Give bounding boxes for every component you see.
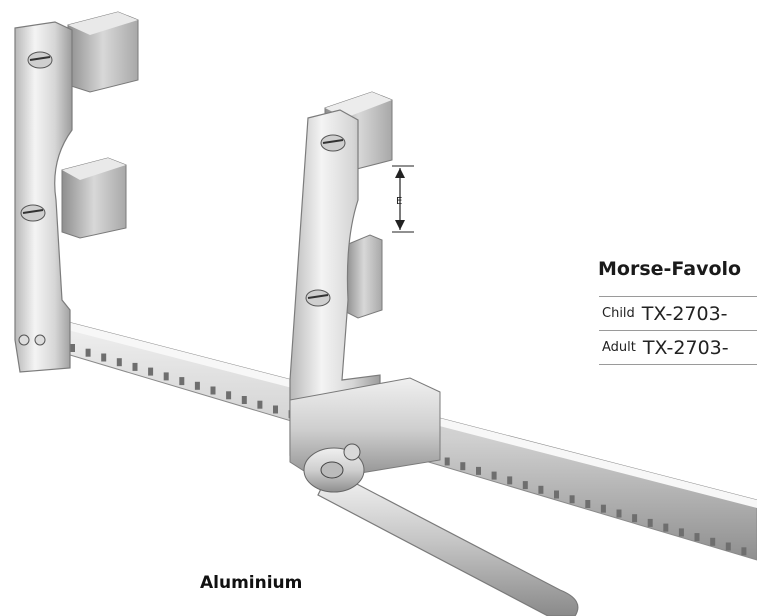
rack-tooth (600, 504, 606, 513)
rack-tooth (632, 514, 638, 523)
size-code: TX-2703- (642, 336, 729, 359)
rack-tooth (85, 348, 91, 357)
rack-tooth (647, 518, 653, 527)
size-table: Child TX-2703- Adult TX-2703- (599, 296, 757, 365)
rivet-icon (34, 334, 46, 346)
left-lower-blade (61, 157, 127, 239)
rack-tooth (554, 490, 559, 499)
product-title: Morse-Favolo (598, 258, 742, 280)
rack-tooth (585, 500, 591, 508)
size-row-adult: Adult TX-2703- (599, 331, 757, 365)
rack-tooth (725, 542, 731, 551)
rack-tooth (678, 528, 684, 537)
rack-tooth (476, 466, 481, 475)
left-upper-blade (67, 11, 139, 93)
rack-tooth (163, 372, 169, 381)
rack-tooth (241, 396, 247, 404)
rack-tooth (101, 353, 107, 362)
rack-tooth (663, 523, 669, 532)
screw-icon (27, 51, 53, 69)
rack-tooth (148, 367, 154, 376)
rack-tooth (710, 537, 716, 546)
rack-tooth (273, 405, 278, 414)
left-arm (14, 21, 73, 373)
size-code: TX-2703- (641, 302, 728, 325)
rack-tooth (194, 381, 200, 390)
rack-tooth (226, 391, 232, 400)
rack-tooth (210, 386, 216, 395)
rack-tooth (694, 533, 700, 542)
screw-icon (20, 204, 46, 222)
dimension-marker (392, 165, 414, 233)
rack-tooth (132, 362, 138, 371)
size-label: Child (602, 306, 635, 321)
material-label: Aluminium (200, 573, 303, 593)
rack-tooth (116, 358, 122, 367)
rack-tooth (538, 485, 544, 494)
size-row-child: Child TX-2703- (599, 297, 757, 331)
crank-knob (343, 443, 361, 461)
right-lower-blade (345, 234, 383, 319)
crank-handle (303, 443, 579, 616)
rack-tooth (460, 462, 466, 471)
rack-tooth (522, 481, 528, 490)
rack-tooth (70, 344, 75, 352)
rack-tooth (507, 476, 513, 485)
rivet-icon (18, 334, 30, 346)
screw-icon (320, 134, 346, 152)
dimension-label: E (396, 196, 402, 207)
rack-tooth (616, 509, 622, 518)
rack-tooth (569, 495, 575, 504)
size-label: Adult (602, 340, 636, 355)
rack-tooth (179, 377, 185, 386)
rack-tooth (257, 400, 263, 409)
screw-icon (305, 289, 331, 307)
rack-tooth (741, 547, 747, 556)
rack-tooth (444, 457, 450, 466)
rack-tooth (491, 471, 497, 480)
crank-pivot-icon (320, 461, 344, 479)
